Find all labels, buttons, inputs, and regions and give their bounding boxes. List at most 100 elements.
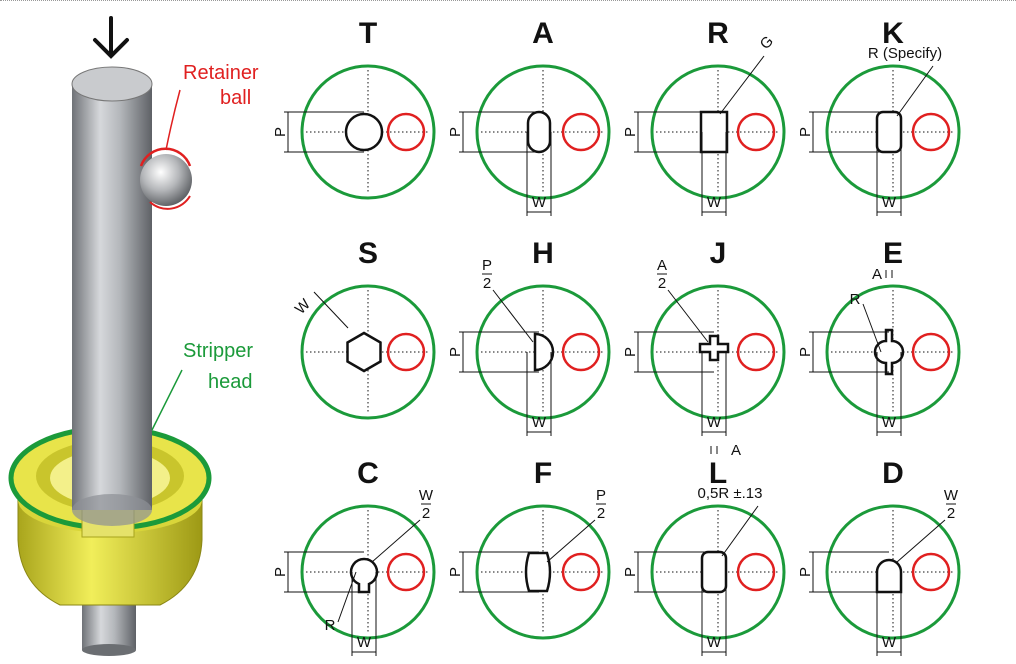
retainer-circle [386, 112, 426, 152]
r-label: R [850, 291, 861, 308]
w-label: W [357, 634, 372, 651]
a-label: A [381, 662, 391, 664]
lower-shaft [82, 600, 136, 650]
p-label: P [797, 567, 814, 577]
shape-cell-c: CPWARW2 [272, 457, 436, 664]
die-circle [650, 504, 786, 640]
shape-letter: R [707, 17, 729, 50]
note-label: R (Specify) [868, 45, 942, 62]
shape-letter: J [710, 237, 727, 270]
punch-shape [699, 110, 729, 154]
die-circle [300, 284, 436, 420]
shape-letter: H [532, 237, 554, 270]
g-leader [719, 55, 765, 115]
shape-cell-s: SW [292, 237, 436, 420]
shape-letter: S [358, 237, 378, 270]
punch-shape [698, 334, 730, 362]
fraction-bottom: 2 [947, 505, 955, 522]
fraction-leader [492, 289, 534, 343]
die-circle [300, 64, 436, 200]
retainer-circle [386, 332, 426, 372]
punch-shape [875, 110, 903, 154]
shape-letter: T [359, 17, 377, 50]
punch-shape [533, 332, 555, 372]
a-label: A [872, 266, 882, 283]
fraction-bottom: 2 [597, 505, 605, 522]
p-label: P [622, 127, 639, 137]
p-label: P [797, 347, 814, 357]
punch-shape [346, 331, 382, 373]
retainer-circle [736, 552, 776, 592]
die-circle [475, 504, 611, 640]
note-leader [721, 505, 759, 557]
w-label: W [707, 414, 722, 431]
die-circle [825, 504, 961, 640]
w-label: W [882, 194, 897, 211]
punch-shape [349, 557, 379, 594]
retainer-circle [736, 112, 776, 152]
retainer-circle [911, 332, 951, 372]
die-circle [475, 284, 611, 420]
retainer-circle [561, 112, 601, 152]
p-label: P [447, 567, 464, 577]
punch-top-face [71, 66, 153, 102]
die-circle [650, 64, 786, 200]
fraction-top: W [419, 487, 434, 504]
w-label: W [532, 194, 547, 211]
note-leader [896, 65, 934, 117]
p-label: P [797, 127, 814, 137]
p-label: P [622, 347, 639, 357]
fraction-bottom: 2 [422, 505, 430, 522]
w-label: W [292, 295, 315, 318]
punch-shape [875, 558, 903, 594]
retainer-circle [911, 112, 951, 152]
retainer-circle [911, 552, 951, 592]
die-circle [650, 284, 786, 420]
w-label: W [882, 414, 897, 431]
retainer-ball [139, 147, 192, 210]
fraction-bottom: 2 [658, 275, 666, 292]
lower-shaft-end [82, 644, 136, 656]
shape-letter: L [709, 457, 727, 490]
fraction-bottom: 2 [483, 275, 491, 292]
g-label: G [757, 33, 777, 53]
fraction-top: P [482, 257, 492, 274]
punch-shape [526, 110, 552, 154]
shape-cell-r: R P W G [622, 17, 786, 216]
shape-letter: C [357, 457, 379, 490]
retainer-circle [736, 332, 776, 372]
shape-cell-a: A P W [447, 17, 611, 216]
shape-letter: K [882, 17, 904, 50]
fraction-leader [896, 519, 946, 563]
shape-letter: D [882, 457, 904, 490]
retainer-label-line1: Retainer [183, 62, 259, 84]
p-label: P [447, 347, 464, 357]
shape-letter: E [883, 237, 903, 270]
p-label: P [272, 127, 289, 137]
a-label: A [731, 442, 741, 459]
p-label: P [447, 127, 464, 137]
p-label: P [272, 567, 289, 577]
punch-illustration: Retainer ball Stripper head [8, 16, 259, 656]
die-circle [825, 64, 961, 200]
w-leader [313, 291, 349, 329]
fraction-leader [371, 519, 421, 563]
retainer-circle [561, 552, 601, 592]
fraction-leader [667, 289, 709, 343]
retainer-leader [165, 89, 181, 151]
shape-letter: A [532, 17, 554, 50]
w-label: W [707, 194, 722, 211]
r-leader [337, 571, 357, 623]
w-label: W [532, 414, 547, 431]
w-label: W [707, 634, 722, 651]
die-circle [300, 504, 436, 640]
retainer-circle [561, 332, 601, 372]
p-label: P [622, 567, 639, 577]
punch-shape [344, 112, 384, 152]
retainer-circle [386, 552, 426, 592]
top-border [0, 0, 1016, 1]
